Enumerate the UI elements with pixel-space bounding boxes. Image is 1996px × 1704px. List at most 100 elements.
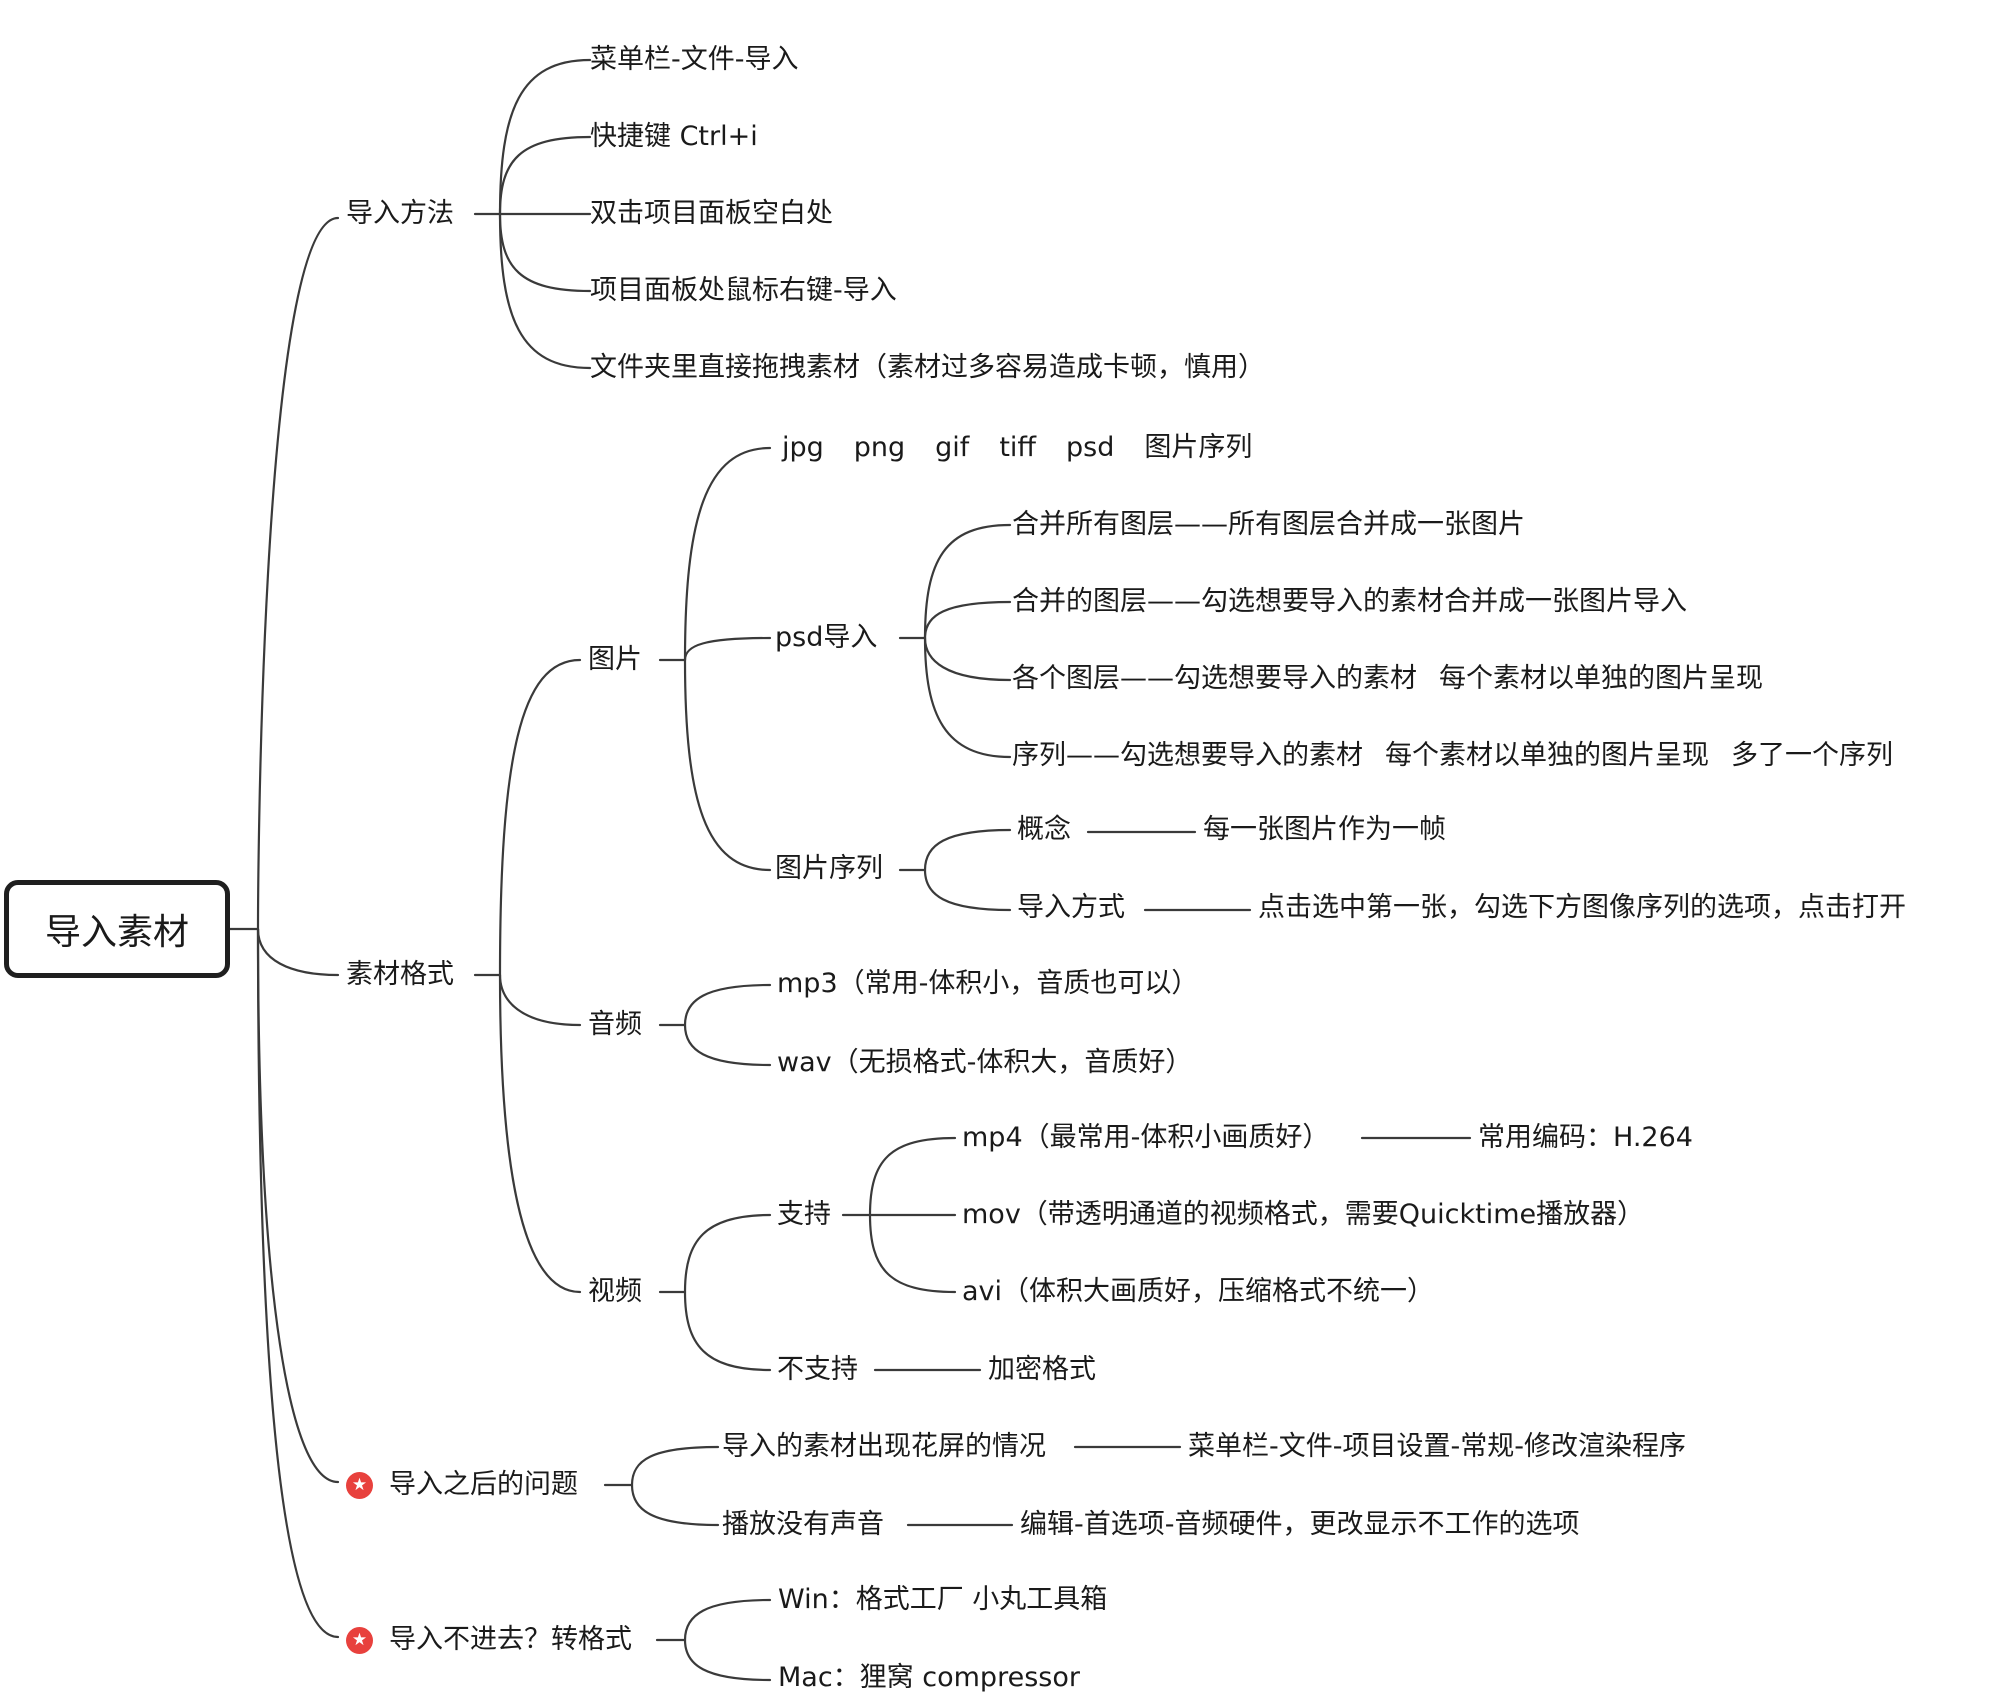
- video-avi[interactable]: avi（体积大画质好，压缩格式不统一）: [962, 1274, 1434, 1310]
- link-supported-mp4: [868, 1136, 957, 1217]
- topic-label: 导入方法: [346, 198, 454, 229]
- problem-glitch[interactable]: 导入的素材出现花屏的情况: [722, 1429, 1046, 1465]
- topic-video[interactable]: 视频: [588, 1274, 642, 1310]
- link-root-methods: [228, 216, 340, 931]
- link-psd-1: [923, 523, 1012, 640]
- method-drag-drop[interactable]: 文件夹里直接拖拽素材（素材过多容易造成卡顿，慎用）: [590, 350, 1265, 386]
- link-formats-image: [498, 658, 582, 977]
- topic-psd-import[interactable]: psd导入: [775, 620, 877, 656]
- topic-label: 每个素材以单独的图片呈现: [1439, 663, 1763, 694]
- method-menu[interactable]: 菜单栏-文件-导入: [590, 42, 799, 78]
- type-gif: gif: [935, 432, 970, 463]
- problem-no-sound-fix[interactable]: 编辑-首选项-音频硬件，更改显示不工作的选项: [1020, 1507, 1580, 1543]
- topic-label: Mac：狸窝 compressor: [778, 1662, 1080, 1693]
- link-root-problems: [256, 927, 340, 1484]
- link-problems-nosound: [630, 1483, 720, 1527]
- audio-mp3[interactable]: mp3（常用-体积小，音质也可以）: [777, 966, 1198, 1002]
- topic-label: 音频: [588, 1009, 642, 1040]
- problem-glitch-fix[interactable]: 菜单栏-文件-项目设置-常规-修改渲染程序: [1188, 1429, 1686, 1465]
- type-image-sequence: 图片序列: [1144, 432, 1253, 463]
- convert-win-tools[interactable]: Win：格式工厂 小丸工具箱: [778, 1582, 1107, 1618]
- psd-merged-layers[interactable]: 合并的图层——勾选想要导入的素材合并成一张图片导入: [1012, 584, 1687, 620]
- topic-label: Win：格式工厂 小丸工具箱: [778, 1584, 1108, 1615]
- star-badge-icon: ★: [346, 1626, 373, 1654]
- video-mov[interactable]: mov（带透明通道的视频格式，需要Quicktime播放器）: [962, 1197, 1644, 1233]
- psd-each-layer[interactable]: 各个图层——勾选想要导入的素材 每个素材以单独的图片呈现: [1012, 661, 1763, 697]
- topic-audio[interactable]: 音频: [588, 1007, 642, 1043]
- star-badge-icon: ★: [346, 1471, 373, 1499]
- link-video-supported: [683, 1213, 772, 1294]
- topic-material-formats[interactable]: 素材格式: [346, 957, 454, 993]
- link-psd-2: [923, 600, 1012, 640]
- convert-mac-tools[interactable]: Mac：狸窝 compressor: [778, 1660, 1080, 1696]
- topic-problems-after-import[interactable]: ★ 导入之后的问题: [346, 1467, 578, 1503]
- topic-label: 图片序列: [775, 853, 883, 884]
- link-video-unsupported: [683, 1290, 772, 1372]
- link-audio-mp3: [683, 983, 772, 1027]
- link-audio-wav: [683, 1023, 772, 1067]
- link-psd-3: [923, 636, 1012, 682]
- topic-label: 支持: [777, 1199, 831, 1230]
- topic-video-unsupported[interactable]: 不支持: [777, 1352, 858, 1388]
- topic-image[interactable]: 图片: [588, 642, 642, 678]
- topic-label: 每个素材以单独的图片呈现: [1385, 740, 1709, 771]
- link-methods-1: [498, 58, 592, 216]
- problem-no-sound[interactable]: 播放没有声音: [722, 1507, 884, 1543]
- sequence-concept-value[interactable]: 每一张图片作为一帧: [1203, 812, 1446, 848]
- link-problems-glitch: [630, 1445, 720, 1487]
- topic-import-methods[interactable]: 导入方法: [346, 196, 454, 232]
- topic-label: 概念: [1017, 814, 1071, 845]
- topic-label: avi（体积大画质好，压缩格式不统一）: [962, 1276, 1435, 1307]
- topic-label: 编辑-首选项-音频硬件，更改显示不工作的选项: [1020, 1509, 1580, 1540]
- psd-merge-all[interactable]: 合并所有图层——所有图层合并成一张图片: [1012, 507, 1525, 543]
- topic-image-sequence[interactable]: 图片序列: [775, 851, 883, 887]
- topic-label: 菜单栏-文件-项目设置-常规-修改渲染程序: [1188, 1431, 1686, 1462]
- sequence-import-method[interactable]: 导入方式: [1017, 890, 1125, 926]
- topic-label: 点击选中第一张，勾选下方图像序列的选项，点击打开: [1258, 892, 1906, 923]
- topic-convert-format[interactable]: ★ 导入不进去？转格式: [346, 1622, 632, 1658]
- type-tiff: tiff: [999, 432, 1037, 463]
- method-right-click[interactable]: 项目面板处鼠标右键-导入: [590, 273, 897, 309]
- link-formats-audio: [498, 973, 582, 1027]
- topic-label: 文件夹里直接拖拽素材（素材过多容易造成卡顿，慎用）: [590, 352, 1265, 383]
- video-mp4[interactable]: mp4（最常用-体积小画质好）: [962, 1120, 1329, 1156]
- topic-label: 菜单栏-文件-导入: [590, 44, 799, 75]
- type-png: png: [853, 432, 906, 463]
- topic-label: 各个图层——勾选想要导入的素材: [1012, 663, 1417, 694]
- topic-label: 合并的图层——勾选想要导入的素材合并成一张图片导入: [1012, 586, 1687, 617]
- method-double-click[interactable]: 双击项目面板空白处: [590, 196, 833, 232]
- topic-label: 合并所有图层——所有图层合并成一张图片: [1012, 509, 1525, 540]
- topic-label: mp3（常用-体积小，音质也可以）: [777, 968, 1199, 999]
- topic-label: mov（带透明通道的视频格式，需要Quicktime播放器）: [962, 1199, 1645, 1230]
- topic-label: 快捷键 Ctrl+i: [590, 121, 758, 152]
- link-sequence-method: [923, 868, 1012, 912]
- sequence-concept[interactable]: 概念: [1017, 812, 1071, 848]
- topic-label: wav（无损格式-体积大，音质好）: [777, 1047, 1193, 1078]
- topic-label: 项目面板处鼠标右键-导入: [590, 275, 897, 306]
- video-encrypted-format[interactable]: 加密格式: [988, 1352, 1096, 1388]
- topic-label: 双击项目面板空白处: [590, 198, 833, 229]
- topic-label: 序列——勾选想要导入的素材: [1012, 740, 1363, 771]
- link-sequence-concept: [923, 828, 1012, 872]
- link-methods-2: [498, 135, 592, 216]
- root-topic-label: 导入素材: [44, 912, 189, 953]
- topic-label: 导入之后的问题: [389, 1469, 578, 1500]
- link-convert-win: [683, 1598, 772, 1642]
- image-types[interactable]: jpg png gif tiff psd 图片序列: [782, 430, 1252, 466]
- link-methods-4: [498, 212, 592, 293]
- link-root-convert: [256, 927, 340, 1639]
- root-topic[interactable]: 导入素材: [4, 880, 230, 978]
- psd-sequence[interactable]: 序列——勾选想要导入的素材 每个素材以单独的图片呈现 多了一个序列: [1012, 738, 1893, 774]
- audio-wav[interactable]: wav（无损格式-体积大，音质好）: [777, 1045, 1192, 1081]
- video-mp4-codec[interactable]: 常用编码：H.264: [1478, 1120, 1693, 1156]
- link-supported-avi: [868, 1213, 957, 1294]
- link-methods-5: [498, 212, 592, 370]
- sequence-import-method-value[interactable]: 点击选中第一张，勾选下方图像序列的选项，点击打开: [1258, 890, 1906, 926]
- link-psd-4: [923, 636, 1012, 759]
- method-shortcut[interactable]: 快捷键 Ctrl+i: [590, 119, 758, 155]
- type-psd: psd: [1066, 432, 1115, 463]
- link-root-formats: [256, 927, 340, 977]
- topic-video-supported[interactable]: 支持: [777, 1197, 831, 1233]
- topic-label: 多了一个序列: [1731, 740, 1893, 771]
